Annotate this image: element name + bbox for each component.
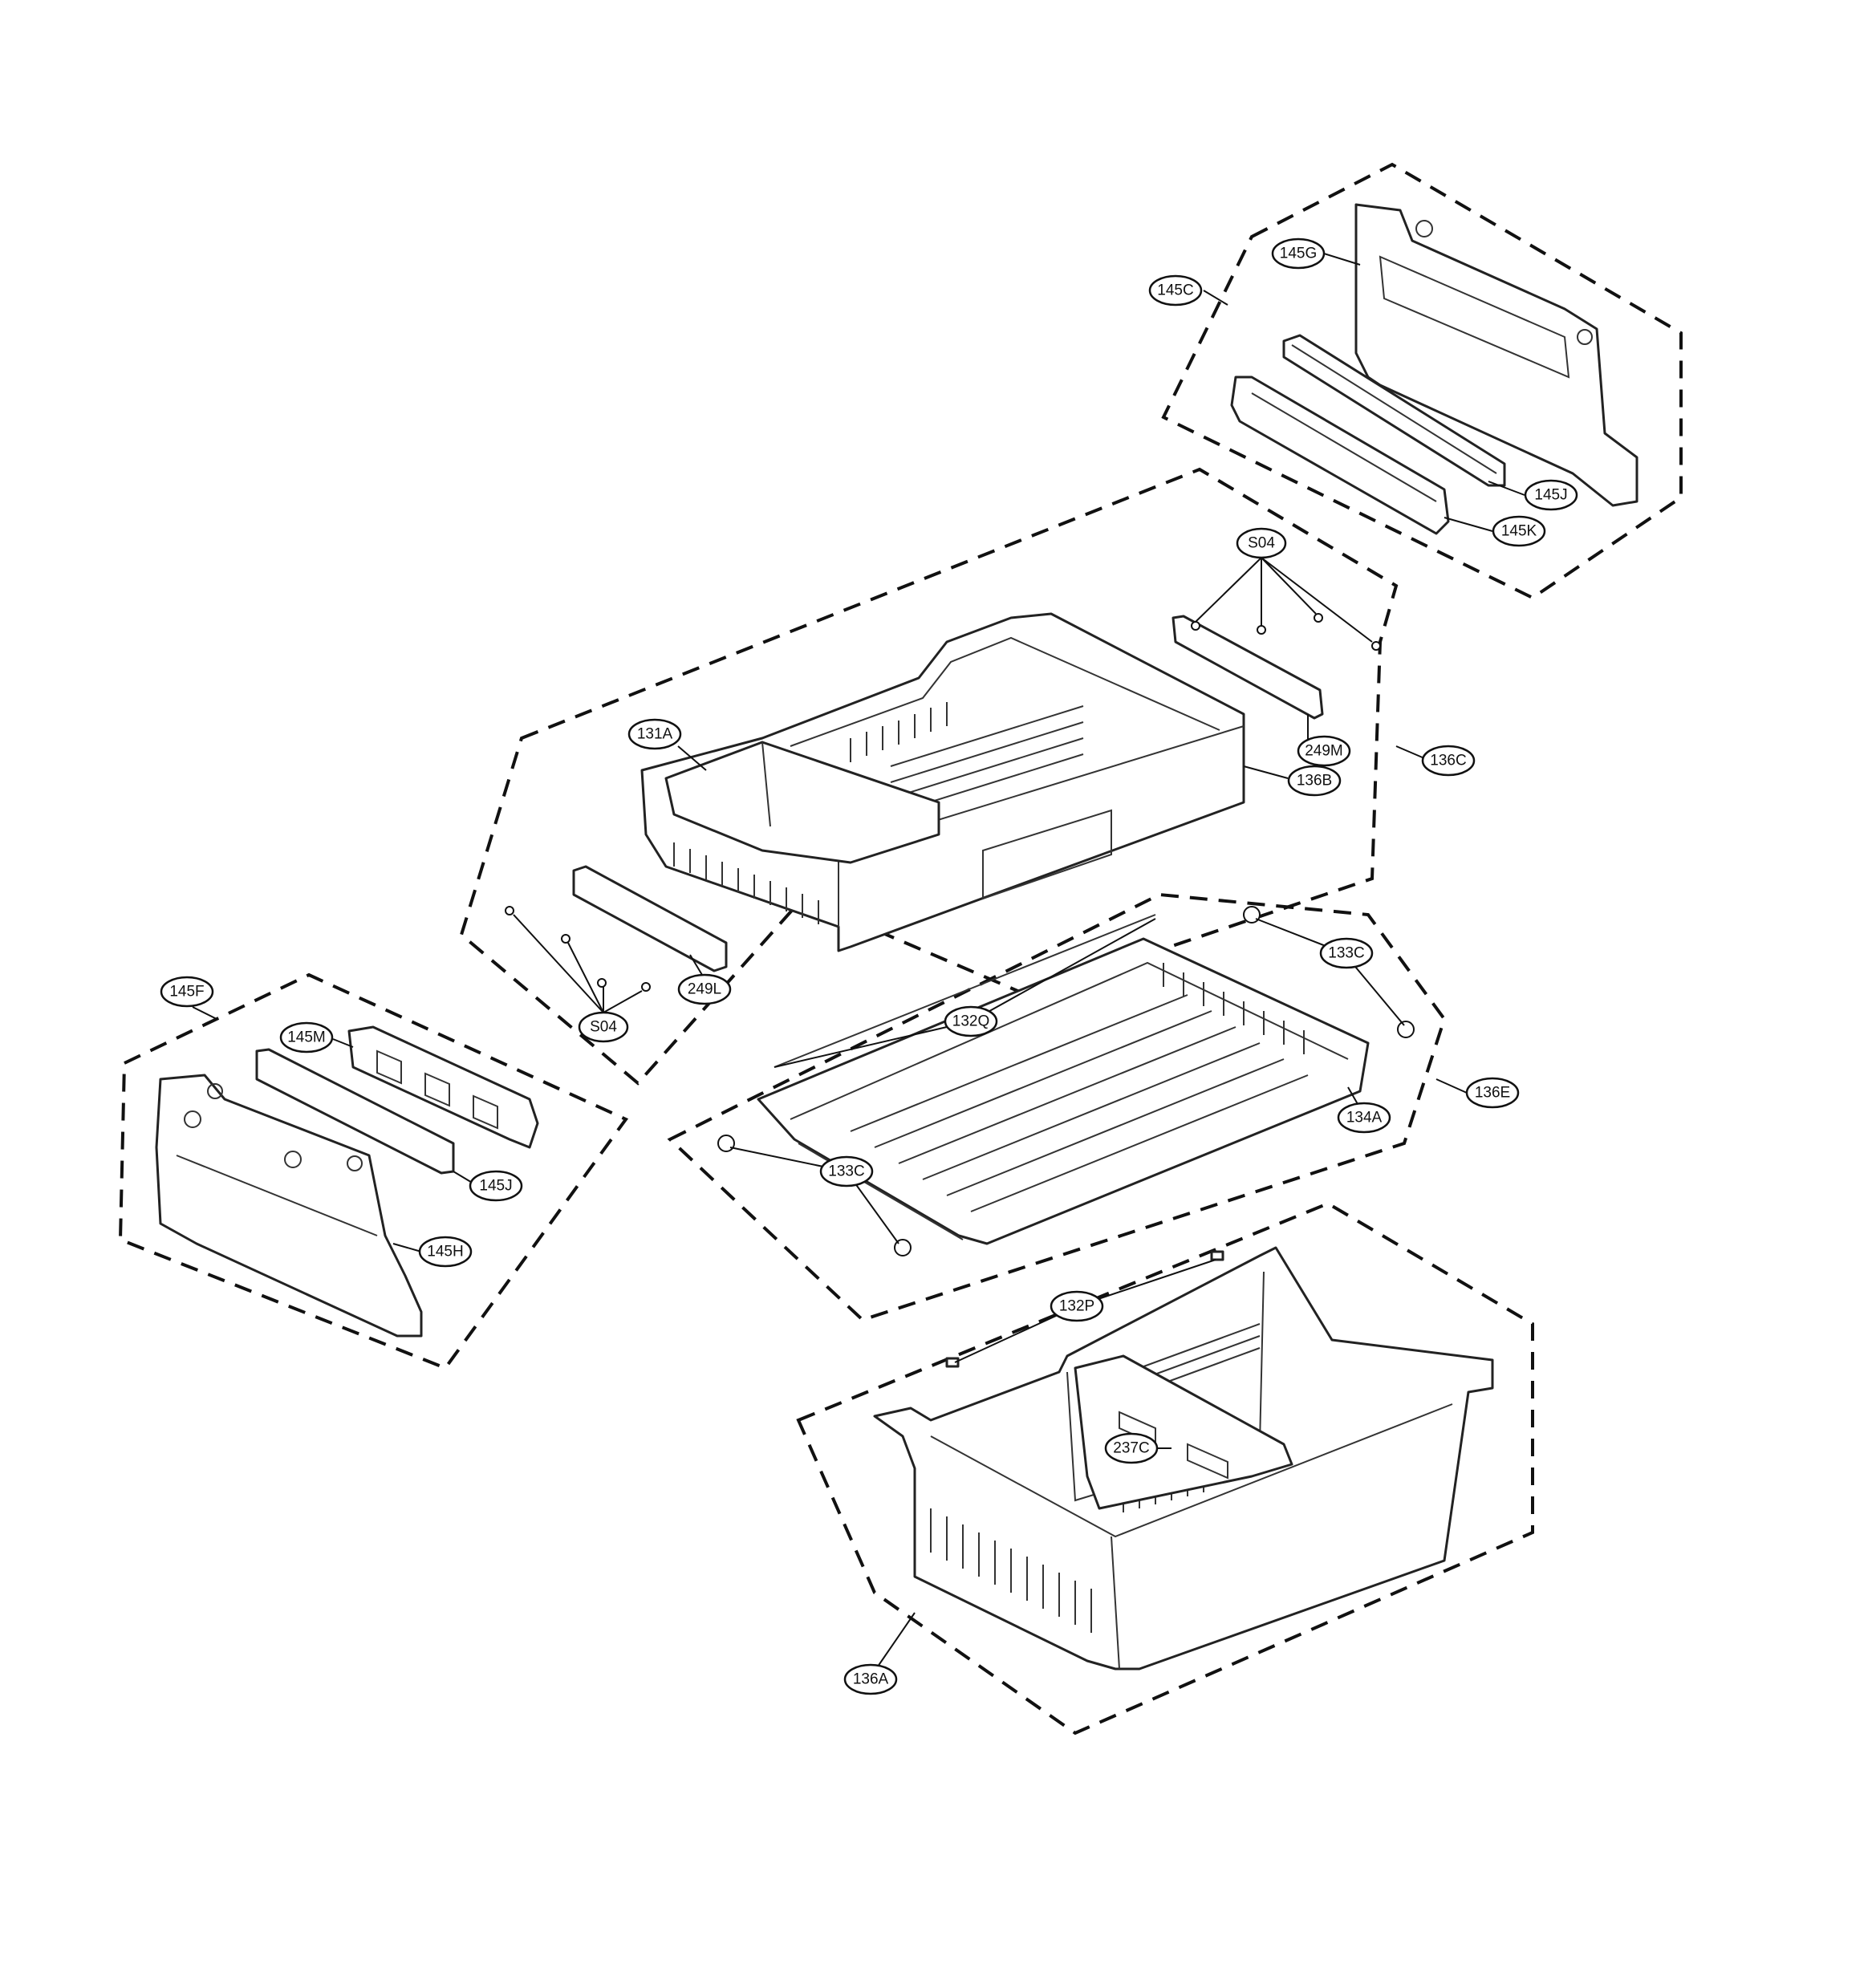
svg-text:136E: 136E (1475, 1085, 1510, 1102)
group-145F-outline (118, 972, 629, 1370)
callout-133C-bottom: 133C (819, 1155, 874, 1187)
leader-lines (192, 253, 1525, 1678)
callouts: 145C 145G 145J 145K S04 249M 136C 136B 1… (160, 237, 1578, 1695)
group-145C (1161, 162, 1683, 600)
group-136E (667, 892, 1447, 1322)
callout-131A: 131A (627, 718, 682, 750)
svg-text:133C: 133C (1328, 945, 1364, 962)
screw-S04-6 (561, 934, 571, 944)
svg-text:131A: 131A (637, 726, 673, 743)
screw-S04-2 (1257, 625, 1266, 635)
callout-132Q: 132Q (944, 1005, 998, 1037)
group-136A-outline (796, 1201, 1534, 1735)
part-133C-fitting-3 (717, 1135, 735, 1152)
callout-145G: 145G (1271, 237, 1326, 270)
part-249L-bracket (572, 865, 728, 972)
callout-132P: 132P (1050, 1290, 1104, 1322)
callout-133C-top: 133C (1319, 937, 1374, 969)
callout-S04-top: S04 (1236, 527, 1287, 559)
screw-S04-4 (1371, 641, 1381, 651)
part-237C-divider (1074, 1354, 1293, 1510)
callout-S04-bottom: S04 (578, 1011, 629, 1043)
svg-text:145K: 145K (1501, 523, 1537, 540)
svg-text:134A: 134A (1346, 1110, 1383, 1127)
callout-136E: 136E (1465, 1077, 1520, 1109)
svg-text:145M: 145M (287, 1029, 326, 1046)
svg-text:145G: 145G (1280, 246, 1317, 262)
svg-text:S04: S04 (590, 1019, 617, 1036)
callout-249L: 249L (677, 973, 732, 1005)
svg-text:132Q: 132Q (952, 1013, 989, 1030)
part-145H-bracket (155, 1074, 423, 1338)
callout-145J-left: 145J (469, 1170, 523, 1202)
svg-text:132P: 132P (1059, 1298, 1094, 1315)
part-132Q-rod (774, 914, 1156, 1068)
group-145C-outline (1161, 162, 1683, 600)
callout-136A: 136A (843, 1663, 898, 1695)
callout-145H: 145H (418, 1236, 473, 1268)
svg-text:237C: 237C (1113, 1440, 1149, 1457)
svg-text:249L: 249L (688, 981, 721, 998)
part-134A-tray (757, 937, 1370, 1245)
callout-237C: 237C (1104, 1432, 1159, 1464)
part-132P-clip (1210, 1250, 1224, 1261)
callout-136B: 136B (1287, 765, 1342, 797)
svg-text:136B: 136B (1297, 773, 1332, 790)
callout-145J-top: 145J (1524, 479, 1578, 511)
svg-text:145J: 145J (479, 1178, 512, 1195)
part-145J-rail-top (1282, 334, 1506, 487)
svg-text:145F: 145F (169, 984, 204, 1001)
svg-text:145C: 145C (1157, 282, 1193, 299)
screw-S04-7 (597, 978, 607, 988)
svg-text:136C: 136C (1430, 753, 1466, 769)
svg-text:249M: 249M (1305, 743, 1343, 760)
group-136C-outline (459, 467, 1399, 1086)
svg-text:145J: 145J (1534, 487, 1567, 504)
screw-S04-5 (505, 906, 514, 915)
callout-145F: 145F (160, 976, 214, 1008)
group-136C (459, 467, 1399, 1086)
callout-136C: 136C (1421, 745, 1476, 777)
group-145F (118, 972, 629, 1370)
svg-text:145H: 145H (427, 1244, 463, 1260)
part-249M-bracket (1171, 615, 1324, 720)
screw-S04-8 (641, 982, 651, 992)
screw-S04-1 (1191, 621, 1200, 631)
callout-249M: 249M (1297, 735, 1351, 767)
part-132P-clip-2 (945, 1357, 960, 1368)
svg-text:133C: 133C (828, 1163, 864, 1180)
part-133C-fitting-2 (1397, 1021, 1415, 1038)
group-136A (796, 1201, 1534, 1735)
part-145K-cover (1230, 376, 1450, 535)
callout-145K: 145K (1492, 515, 1546, 547)
svg-text:S04: S04 (1248, 535, 1275, 552)
part-133C-fitting-1 (1243, 906, 1261, 924)
svg-text:136A: 136A (853, 1671, 889, 1688)
part-145M-cover (347, 1025, 539, 1149)
callout-145M: 145M (279, 1021, 334, 1053)
callout-134A: 134A (1337, 1102, 1391, 1134)
callout-145C: 145C (1148, 274, 1203, 306)
part-131A-bin (664, 741, 940, 864)
screw-S04-3 (1314, 613, 1323, 623)
